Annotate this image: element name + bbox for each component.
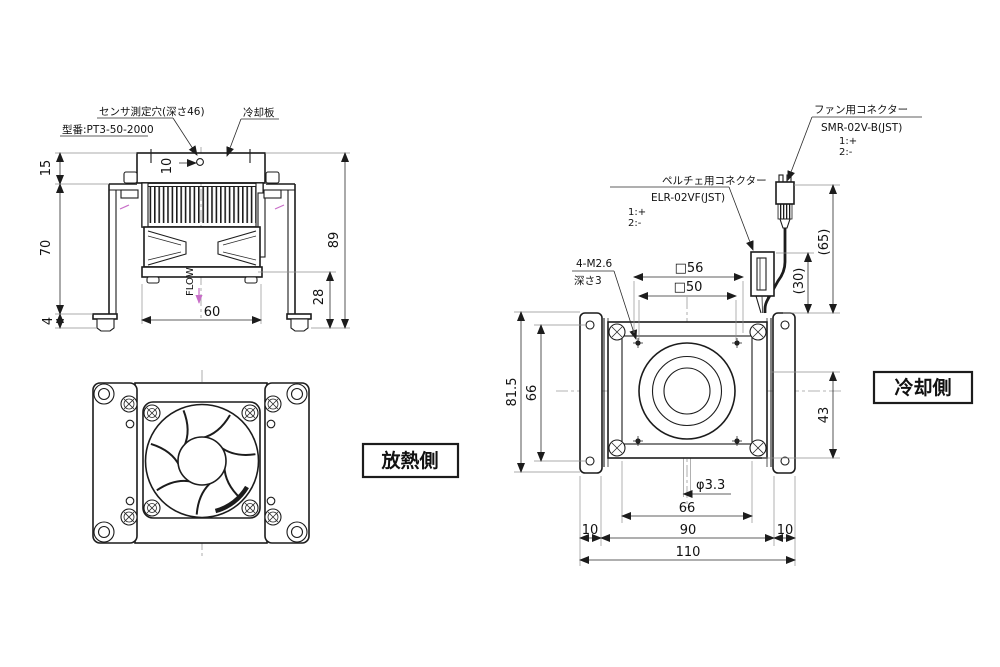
- dim-15: 15: [39, 160, 54, 177]
- peltier-outline: [621, 335, 753, 445]
- screw-cap: [123, 171, 138, 184]
- sensor-hole-label: センサ測定穴(深さ46): [99, 105, 205, 118]
- dim-66h: 66: [679, 501, 696, 516]
- dim-815: 81.5: [505, 378, 520, 407]
- cooling-plate-rear: [607, 321, 768, 459]
- side-view-labels: センサ測定穴(深さ46) 型番:PT3-50-2000 冷却板: [60, 105, 279, 157]
- tap-label-line1: 4-M2.6: [576, 258, 613, 270]
- fan-connector-part: SMR-02V-B(JST): [821, 122, 902, 134]
- dim-43: 43: [817, 407, 832, 424]
- bracket-foot-pad: [96, 318, 115, 332]
- finish-mark: [119, 204, 130, 210]
- dim-10-right: 10: [777, 523, 794, 538]
- fan-hub: [177, 436, 227, 486]
- clamp-strip: [257, 192, 266, 258]
- sensor-model-label: 型番:PT3-50-2000: [62, 123, 154, 136]
- cool-side-label: 冷却側: [894, 376, 951, 399]
- dim-sq50: □50: [674, 280, 703, 295]
- finish-mark: [274, 204, 285, 210]
- dim-4: 4: [41, 317, 56, 325]
- dim-89: 89: [327, 232, 342, 249]
- rear-bracket-left: [579, 312, 609, 474]
- flow-label: FLOW: [185, 267, 196, 296]
- dim-30: (30): [792, 268, 807, 295]
- plate-screws: [608, 323, 767, 457]
- bracket-holes: [93, 383, 308, 543]
- dim-60: 60: [204, 305, 221, 320]
- peltier-connector: [750, 251, 775, 314]
- fan-connector-title: ファン用コネクター: [814, 104, 908, 116]
- heatsink-fins: [148, 187, 256, 223]
- front-view: 放熱側: [92, 370, 460, 558]
- fan-opening: [144, 403, 260, 519]
- fan-front: [142, 401, 261, 519]
- dim-sq56: □56: [675, 261, 704, 276]
- dim-66v: 66: [525, 385, 540, 402]
- side-view-dimensions: 15 70 4 89 28 60 10: [39, 152, 350, 329]
- dim-70: 70: [39, 240, 54, 257]
- fan-foot: [244, 276, 258, 284]
- heat-side-caption: 放熱側: [361, 442, 460, 479]
- rear-view-dimensions: □56 □50 81.5 66 43 (65) (30): [505, 184, 840, 566]
- dim-10-left: 10: [582, 523, 599, 538]
- screw-cap: [265, 171, 280, 184]
- bracket-plate-right: [264, 382, 310, 544]
- side-view: FLOW 15 70 4 89 28 60: [39, 105, 350, 332]
- rear-view: ファン用コネクター SMR-02V-B(JST) 1:+ 2:- ペルチェ用コネ…: [505, 104, 974, 566]
- tap-label-line2: 深さ3: [574, 275, 602, 287]
- dim-90: 90: [680, 523, 697, 538]
- bracket-foot-pad: [290, 318, 309, 332]
- peltier-connector-title: ペルチェ用コネクター: [662, 175, 767, 187]
- hex-nut: [120, 189, 139, 199]
- rear-bracket-right: [766, 312, 796, 474]
- dim-dia33: φ3.3: [696, 478, 725, 493]
- tap-holes: [633, 338, 742, 446]
- dim-28: 28: [312, 289, 327, 306]
- fan-connector-pin1: 1:+: [839, 136, 857, 147]
- heatsink: [141, 182, 264, 228]
- fan-connector-pin2: 2:-: [839, 147, 853, 158]
- connector-labels: ファン用コネクター SMR-02V-B(JST) 1:+ 2:- ペルチェ用コネ…: [610, 104, 922, 251]
- cooling-plate: [136, 152, 266, 184]
- peltier-connector-pin2: 2:-: [628, 218, 642, 229]
- peltier-connector-part: ELR-02VF(JST): [651, 192, 725, 204]
- tap-hole-label: 4-M2.6 深さ3: [572, 258, 638, 340]
- mounting-bracket-right: [263, 171, 312, 332]
- dim-110: 110: [676, 545, 701, 560]
- center-bore: [638, 342, 736, 440]
- hex-nut: [263, 189, 282, 199]
- fan-housing-side: [141, 226, 263, 284]
- fan-foot: [146, 276, 160, 284]
- body-screws: [120, 395, 282, 526]
- cooling-plate-label: 冷却板: [243, 106, 275, 119]
- cool-side-caption: 冷却側: [872, 370, 974, 405]
- dim-65: (65): [817, 229, 832, 256]
- dim-10: 10: [160, 158, 175, 175]
- fan-screws: [143, 404, 259, 517]
- peltier-connector-pin1: 1:+: [628, 207, 646, 218]
- heat-side-label: 放熱側: [380, 449, 438, 472]
- mounting-bracket-left: [92, 171, 139, 332]
